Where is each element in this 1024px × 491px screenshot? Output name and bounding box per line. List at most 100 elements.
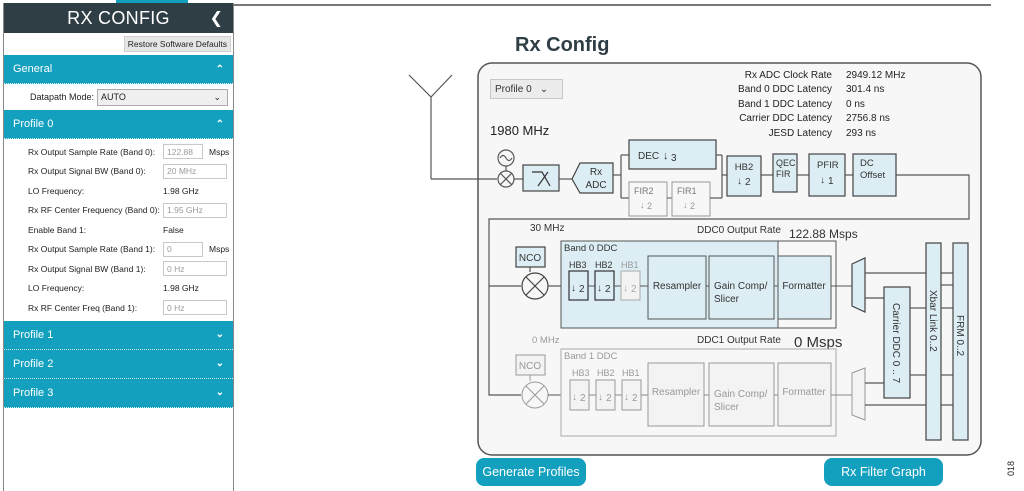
rx-output-sample-rate-band0-input[interactable]: 122.88: [163, 144, 203, 160]
section-profile-0[interactable]: Profile 0 ⌃: [4, 110, 233, 139]
field-label: Rx Output Signal BW (Band 0):: [28, 166, 146, 177]
carrier-ddc-label: Carrier DDC 0 .. 7: [890, 303, 901, 383]
band1-hb1-block: [621, 379, 642, 411]
band1-ddc-block: [560, 348, 837, 437]
hb2-factor: 2: [605, 284, 611, 295]
stat-label: JESD Latency: [768, 127, 832, 139]
down-arrow-icon: ↓: [640, 200, 645, 210]
unit-label: Msps: [209, 146, 230, 157]
section-profile-1[interactable]: Profile 1 ⌄: [4, 320, 233, 350]
fir2-block: [628, 181, 668, 217]
band0-hb1-block: [620, 270, 641, 301]
section-profile-3[interactable]: Profile 3 ⌄: [4, 378, 233, 408]
band0-mux: [851, 257, 866, 313]
hb2-label: HB2: [735, 162, 753, 173]
band1-nco-freq: 0 MHz: [532, 335, 560, 346]
band0-mixer-icon: [521, 272, 549, 300]
hb1-factor: 2: [632, 393, 638, 404]
rx-adc-label: ADC: [585, 180, 606, 191]
rx-output-signal-bw-band0-input[interactable]: 20 MHz: [163, 163, 227, 179]
hb3-label: HB3: [569, 260, 587, 270]
band0-nco-block: [515, 246, 546, 268]
field-row: LO Frequency: 1.98 GHz: [28, 279, 233, 299]
field-row: Rx Output Signal BW (Band 0): 20 MHz: [28, 162, 233, 182]
down-arrow-icon: ↓: [737, 176, 742, 187]
chevron-down-icon: ⌄: [539, 83, 549, 95]
chevron-left-icon[interactable]: ❮: [209, 8, 223, 27]
resampler-label: Resampler: [652, 387, 701, 398]
band0-gain-comp-block: [708, 255, 775, 320]
fir2-factor: 2: [647, 201, 652, 211]
band1-ddc-label: Band 1 DDC: [564, 351, 617, 362]
gain-comp-label: Gain Comp/: [714, 389, 768, 400]
down-arrow-icon: ↓: [572, 392, 577, 403]
dec-block: [628, 139, 717, 170]
rx-output-sample-rate-band1-input[interactable]: 0: [163, 241, 203, 257]
field-row: LO Frequency: 1.98 GHz: [28, 181, 233, 201]
stat-label: Band 0 DDC Latency: [738, 84, 832, 96]
figure-number: 018: [1006, 460, 1016, 476]
band0-nco-freq: 30 MHz: [530, 223, 564, 234]
field-label: Rx RF Center Frequency (Band 0):: [28, 205, 160, 216]
qec-label: QEC: [776, 158, 796, 168]
stat-label: Rx ADC Clock Rate: [744, 69, 832, 81]
band1-formatter-block: [777, 362, 832, 427]
hb2-block: [726, 155, 762, 197]
band1-resampler-block: [647, 362, 705, 427]
lo-frequency-value: 1.98 GHz: [163, 185, 199, 196]
band0-hb3-block: [568, 270, 589, 301]
rx-adc-block: [571, 162, 614, 194]
band1-hb2-block: [595, 379, 616, 411]
field-row: Rx Output Signal BW (Band 1): 0 Hz: [28, 259, 233, 279]
band1-nco-block: [515, 354, 546, 376]
down-arrow-icon: ↓: [663, 150, 669, 162]
band0-hb2-block: [594, 270, 615, 301]
generate-profiles-button[interactable]: Generate Profiles: [476, 458, 586, 486]
hb2-factor: 2: [745, 177, 751, 188]
datapath-mode-label: Datapath Mode:: [30, 92, 95, 102]
page-title: Rx Config: [515, 34, 610, 56]
down-arrow-icon: ↓: [623, 283, 628, 294]
field-label: Enable Band 1:: [28, 224, 87, 235]
band1-mixer-icon: [521, 381, 549, 409]
gain-comp-label: Slicer: [714, 294, 740, 305]
fir1-label: FIR1: [677, 186, 697, 196]
stat-value: 301.4 ns: [846, 84, 885, 96]
restore-row: Restore Software Defaults: [4, 33, 233, 55]
lo-frequency-label: 1980 MHz: [490, 123, 550, 138]
formatter-label: Formatter: [782, 387, 826, 398]
rx-filter-graph-button[interactable]: Rx Filter Graph: [824, 458, 943, 486]
down-arrow-icon: ↓: [624, 392, 629, 403]
section-label: Profile 1: [13, 328, 54, 341]
profile-select[interactable]: Profile 0 ⌄: [490, 79, 563, 99]
formatter-label: Formatter: [782, 281, 826, 292]
stat-label: Carrier DDC Latency: [739, 113, 832, 125]
stat-value: 2949.12 MHz: [846, 69, 906, 81]
section-profile-2[interactable]: Profile 2 ⌄: [4, 349, 233, 379]
chevron-down-icon: ⌄: [215, 387, 224, 398]
rx-rf-center-freq-band0-input[interactable]: 1.95 GHz: [163, 202, 227, 218]
hb3-factor: 2: [579, 284, 585, 295]
hb2-label: HB2: [597, 368, 615, 378]
rx-output-signal-bw-band1-input[interactable]: 0 Hz: [163, 261, 227, 277]
carrier-ddc-block: [883, 286, 911, 399]
rx-rf-center-freq-band1-input[interactable]: 0 Hz: [163, 300, 227, 316]
section-general[interactable]: General ⌃: [4, 55, 233, 84]
profile-0-body: Rx Output Sample Rate (Band 0): 122.88 M…: [4, 139, 233, 321]
framer-label: FRM 0..2: [954, 315, 965, 357]
datapath-mode-select[interactable]: AUTO ⌄: [97, 88, 229, 106]
hb1-factor: 2: [631, 284, 637, 295]
stat-value: 2756.8 ns: [846, 113, 890, 125]
section-label: Profile 2: [13, 357, 54, 370]
ddc0-output-rate-label: DDC0 Output Rate: [697, 225, 781, 236]
dec-factor: 3: [671, 153, 677, 164]
lowpass-filter-icon: [522, 164, 560, 192]
stat-value: 293 ns: [846, 127, 877, 139]
chevron-up-icon: ⌃: [215, 118, 224, 130]
restore-defaults-button[interactable]: Restore Software Defaults: [123, 36, 231, 52]
xbar-link-label: Xbar Link 0..2: [927, 290, 938, 352]
field-row: Rx RF Center Frequency (Band 0): 1.95 GH…: [28, 201, 233, 221]
hb3-factor: 2: [580, 393, 586, 404]
gain-comp-label: Slicer: [714, 402, 740, 413]
ddc1-output-rate-value: 0 Msps: [794, 334, 842, 351]
